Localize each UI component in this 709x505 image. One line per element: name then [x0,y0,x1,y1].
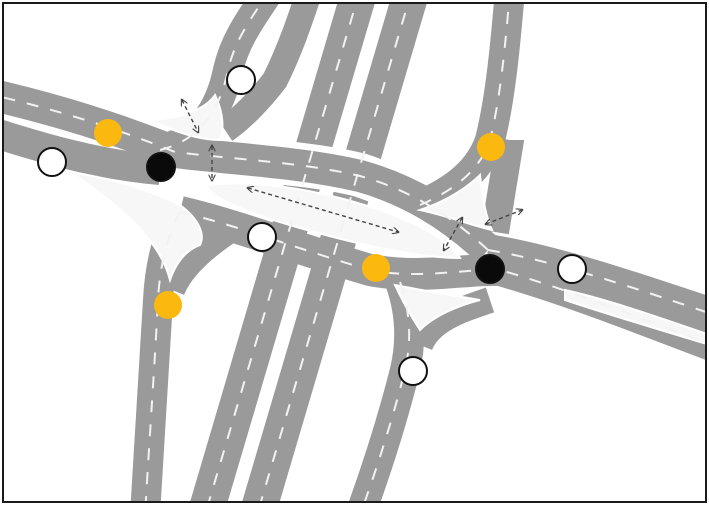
crosswalk-arrows [182,100,522,250]
signal-east-inner-black-icon [475,254,505,284]
ramp-se [349,276,425,501]
signal-west-inner-black-icon [146,152,176,182]
ramp-se-inner [407,287,495,351]
signal-west-outer-white-icon [37,147,67,177]
crosswalk-arrow-center [248,188,398,232]
crosswalk-arrow-ne [444,218,462,250]
crosswalk-arrow-nw [182,100,198,132]
signal-se-bottom-white-icon [398,356,428,386]
signal-west-upper-yellow-icon [94,119,122,147]
signal-east-outer-white-icon [557,254,587,284]
signal-center-left-white-icon [247,222,277,252]
signal-markers [37,65,587,386]
signal-south-left-yellow-icon [154,291,182,319]
signal-ne-top-yellow-icon [477,133,505,161]
ramp-sw-inner [159,219,238,296]
island-west [69,171,203,284]
signal-center-right-yellow-icon [362,254,390,282]
signal-nw-top-white-icon [226,65,256,95]
arterial-west-outer [4,120,162,185]
ramp-nw-inner [217,4,320,141]
